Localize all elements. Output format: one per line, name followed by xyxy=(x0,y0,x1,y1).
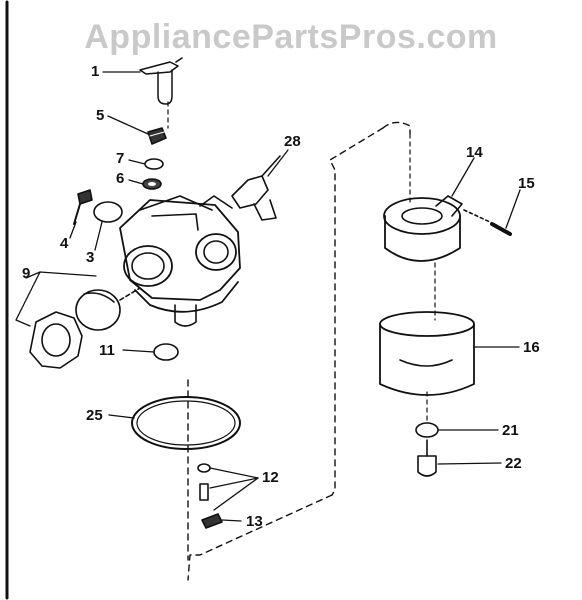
leader-lines xyxy=(15,71,521,522)
part-5-seat xyxy=(147,127,167,145)
callout-6: 6 xyxy=(116,170,125,187)
part-4-screw xyxy=(73,189,93,225)
part-14-float xyxy=(383,195,463,262)
callout-1: 1 xyxy=(91,63,100,80)
part-15-pin xyxy=(463,209,512,236)
callout-25: 25 xyxy=(86,407,103,424)
part-7-washer xyxy=(144,158,164,170)
part-16-bowl xyxy=(379,311,475,396)
callout-15: 15 xyxy=(518,175,535,192)
part-22-nut xyxy=(417,439,437,477)
callout-12: 12 xyxy=(262,469,279,486)
callout-5: 5 xyxy=(96,107,105,124)
callout-22: 22 xyxy=(505,455,522,472)
part-12-parts xyxy=(197,463,211,501)
callout-7: 7 xyxy=(116,150,125,167)
part-25-gasket-ring xyxy=(131,396,241,450)
callout-9: 9 xyxy=(22,265,31,282)
callout-3: 3 xyxy=(86,249,95,266)
watermark: AppliancePartsPros.com xyxy=(84,18,498,56)
part-11-oring xyxy=(153,343,179,361)
dashed-outline-left xyxy=(329,127,384,496)
carburetor-body xyxy=(119,195,241,327)
callout-4: 4 xyxy=(60,235,69,252)
part-21-gasket xyxy=(415,422,439,438)
callout-16: 16 xyxy=(523,339,540,356)
dashed-outline-bottom xyxy=(187,494,333,581)
callout-14: 14 xyxy=(466,144,483,161)
callout-28: 28 xyxy=(284,133,301,150)
part-28-fitting xyxy=(231,155,281,221)
callout-13: 13 xyxy=(246,513,263,530)
part-13-screw xyxy=(201,513,223,529)
callout-21: 21 xyxy=(502,422,519,439)
dashed-outline-top xyxy=(382,121,411,135)
callout-11: 11 xyxy=(99,342,115,359)
part-3-gasket xyxy=(93,201,123,223)
part-9-primer xyxy=(29,287,141,369)
part-1-needle xyxy=(139,57,183,105)
